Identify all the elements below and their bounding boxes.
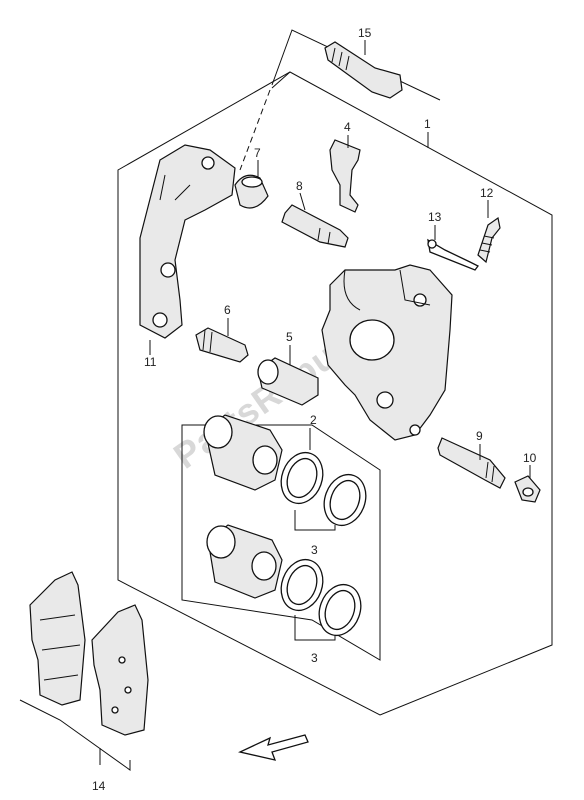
callout-3-lower: 3 [311,651,318,665]
callout-1: 1 [424,117,431,131]
piston-seal-box [181,424,381,661]
caliper-body [321,264,453,441]
callout-9: 9 [476,429,483,443]
piston-lower [206,524,283,599]
clip-13 [427,238,479,271]
bolt-15 [324,41,403,99]
piston-upper [203,414,283,491]
callout-15: 15 [358,26,372,40]
caliper-assembly-box [117,71,553,716]
callout-7: 7 [254,146,261,160]
callout-8: 8 [296,179,303,193]
seal-pair-lower [280,558,362,641]
callout-11: 11 [144,355,157,369]
callout-14: 14 [92,779,106,793]
callout-2: 2 [310,413,317,427]
callout-10: 10 [523,451,537,465]
callout-labels: 1 2 3 3 4 5 6 7 8 9 10 11 12 13 14 15 [92,26,537,793]
callout-3-upper: 3 [311,543,318,557]
boot-7 [234,174,269,209]
pad-spring-4 [329,139,361,213]
pad-box [19,699,131,771]
bleeder-12 [477,216,501,264]
brake-pad-rear [29,571,86,706]
callout-4: 4 [344,120,351,134]
pin-9 [437,437,506,489]
plug-10 [514,475,541,503]
bolt-6 [195,327,249,363]
callout-5: 5 [286,330,293,344]
leader-lines [149,40,531,478]
callout-6: 6 [224,303,231,317]
caliper-bracket [139,144,236,339]
callout-13: 13 [428,210,442,224]
sleeve-5 [257,357,319,406]
brake-pad-front [91,604,149,736]
seal-pair-upper [280,451,367,531]
callout-12: 12 [480,186,494,200]
front-arrow-icon [238,734,309,761]
pin-8 [281,204,349,248]
